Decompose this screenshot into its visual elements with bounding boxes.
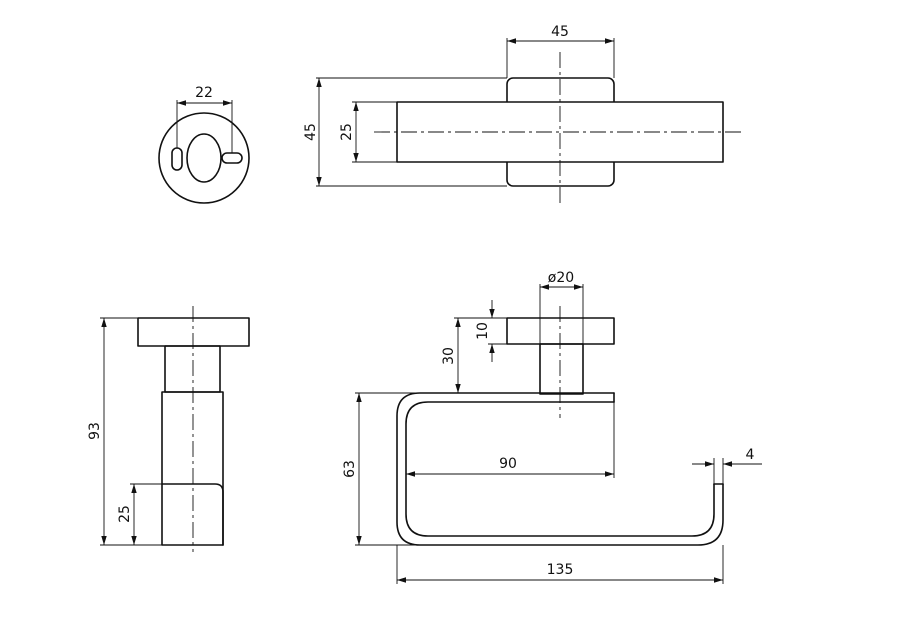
front-view: ø20 10 30 63 90 4 135 [342,270,762,584]
dimension-135: 135 [547,562,574,578]
dimension-diameter-20: ø20 [548,270,574,286]
rosette-back-view: 22 [158,85,250,204]
dimension-22: 22 [195,85,213,101]
top-view: 45 45 25 [303,24,742,206]
dimension-63: 63 [342,460,358,478]
dimension-93: 93 [87,422,103,440]
dimension-90: 90 [499,456,517,472]
dimension-45-side: 45 [303,123,319,141]
side-view: 93 25 [87,306,250,552]
dimension-10: 10 [475,322,491,340]
dimension-45-top: 45 [551,24,569,40]
dimension-4: 4 [746,447,755,463]
dimension-25-bottom: 25 [117,505,133,523]
dimension-30: 30 [441,347,457,365]
dimension-25-side: 25 [339,123,355,141]
